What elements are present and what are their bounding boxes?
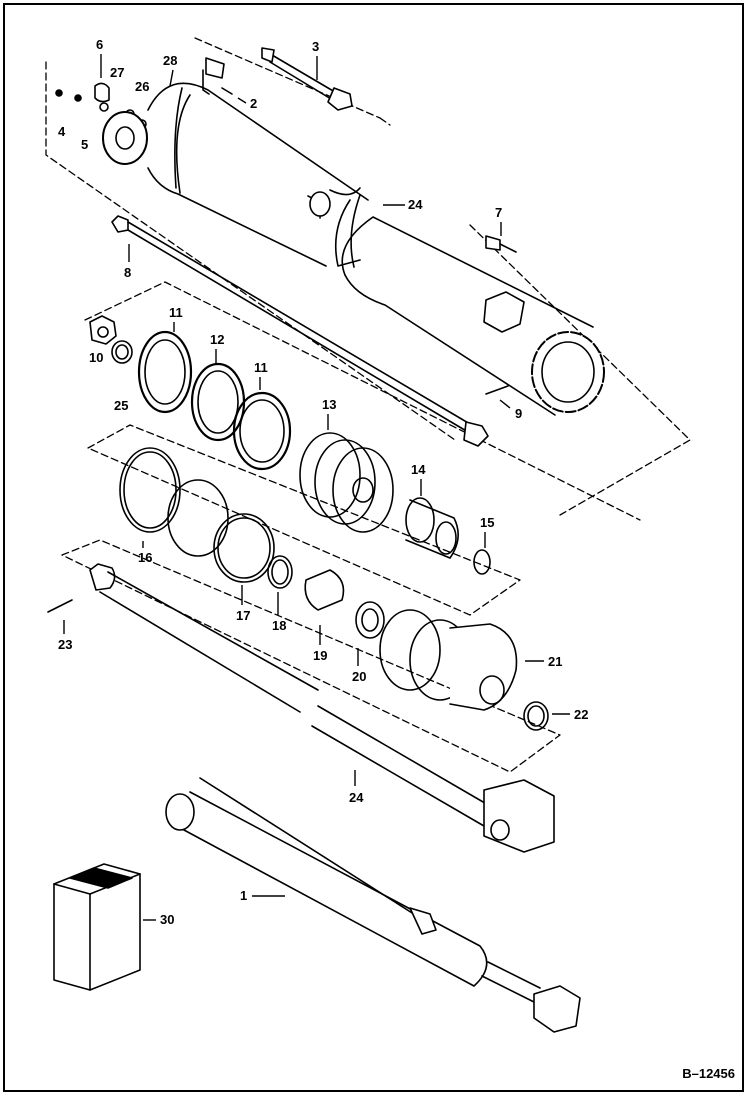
callout-24: 24 xyxy=(349,790,364,805)
callout-23: 23 xyxy=(58,637,73,652)
figure-id: B–12456 xyxy=(682,1066,735,1081)
callout-27: 26 xyxy=(135,79,150,94)
callout-17: 17 xyxy=(236,608,251,623)
tube-fitting-3 xyxy=(261,47,353,111)
callout-10: 10 xyxy=(89,350,104,365)
callout-20: 20 xyxy=(352,669,367,684)
callout-26: 25 xyxy=(114,398,129,413)
piston-13 xyxy=(299,432,394,533)
callout-13: 13 xyxy=(322,397,337,412)
grease-fitting-2 xyxy=(202,57,233,95)
seals-11-12 xyxy=(137,330,292,471)
cylinder-assembly-1 xyxy=(165,777,581,1033)
callout-5: 5 xyxy=(81,137,89,152)
callout-1: 1 xyxy=(240,888,248,903)
group-outline-rod xyxy=(61,539,561,773)
callout-16: 16 xyxy=(138,550,153,565)
callout-3: 3 xyxy=(312,39,320,54)
callout-19: 19 xyxy=(313,648,328,663)
gland-21-ring-22 xyxy=(379,609,549,731)
callout-4: 4 xyxy=(58,124,66,139)
callout-29: 28 xyxy=(163,53,178,68)
seal-kit-30 xyxy=(53,863,141,991)
callout-9: 9 xyxy=(515,406,523,421)
seals-16-17 xyxy=(119,447,275,583)
small-hardware-4-5-6-27-28 xyxy=(55,82,147,129)
callout-2: 2 xyxy=(250,96,258,111)
callout-12: 12 xyxy=(210,332,225,347)
barrel-front xyxy=(341,216,605,416)
callout-14: 14 xyxy=(411,462,426,477)
spacer-14-ring-15 xyxy=(405,497,491,575)
callout-15: 15 xyxy=(480,515,495,530)
callout-22: 22 xyxy=(574,707,589,722)
callout-30: 30 xyxy=(160,912,175,927)
callout-18: 18 xyxy=(272,618,287,633)
callout-11a: 11 xyxy=(169,305,183,320)
nut-10-washer-26 xyxy=(89,315,133,364)
diagram-frame xyxy=(3,3,744,1092)
callout-28: 27 xyxy=(110,65,125,80)
fitting-7 xyxy=(485,235,517,253)
pipe-section-25 xyxy=(334,194,361,268)
callout-8: 8 xyxy=(124,265,132,280)
barrel-29 xyxy=(102,82,369,267)
rod-24-pin-23 xyxy=(47,563,555,853)
callout-11b: 11 xyxy=(254,360,268,375)
group-outline-barrel xyxy=(45,37,691,516)
screw-9 xyxy=(485,385,509,395)
callout-21: 21 xyxy=(548,654,563,669)
rings-18-19-20 xyxy=(267,555,385,639)
callout-6: 6 xyxy=(96,37,104,52)
callout-7: 7 xyxy=(495,205,503,220)
callout-25: 24 xyxy=(408,197,423,212)
tube-8 xyxy=(111,215,489,447)
